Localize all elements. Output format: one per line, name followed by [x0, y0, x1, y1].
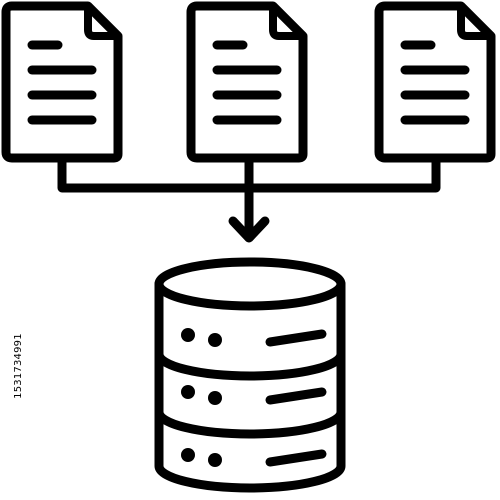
file-icon	[1, 1, 123, 163]
status-dot	[208, 453, 222, 467]
database-row	[181, 448, 327, 467]
watermark-id-text: 1531734991	[13, 333, 24, 399]
database-icon	[154, 257, 346, 493]
status-dot	[181, 448, 195, 462]
status-dot	[208, 333, 222, 347]
file-icon	[186, 1, 308, 163]
file-icon	[374, 1, 496, 163]
database-row	[181, 328, 327, 347]
status-dot	[208, 391, 222, 405]
connector-lines	[57, 155, 441, 237]
status-dot	[181, 385, 195, 399]
arrow-down-icon	[228, 216, 270, 243]
status-dot	[181, 328, 195, 342]
database-row	[181, 385, 327, 405]
